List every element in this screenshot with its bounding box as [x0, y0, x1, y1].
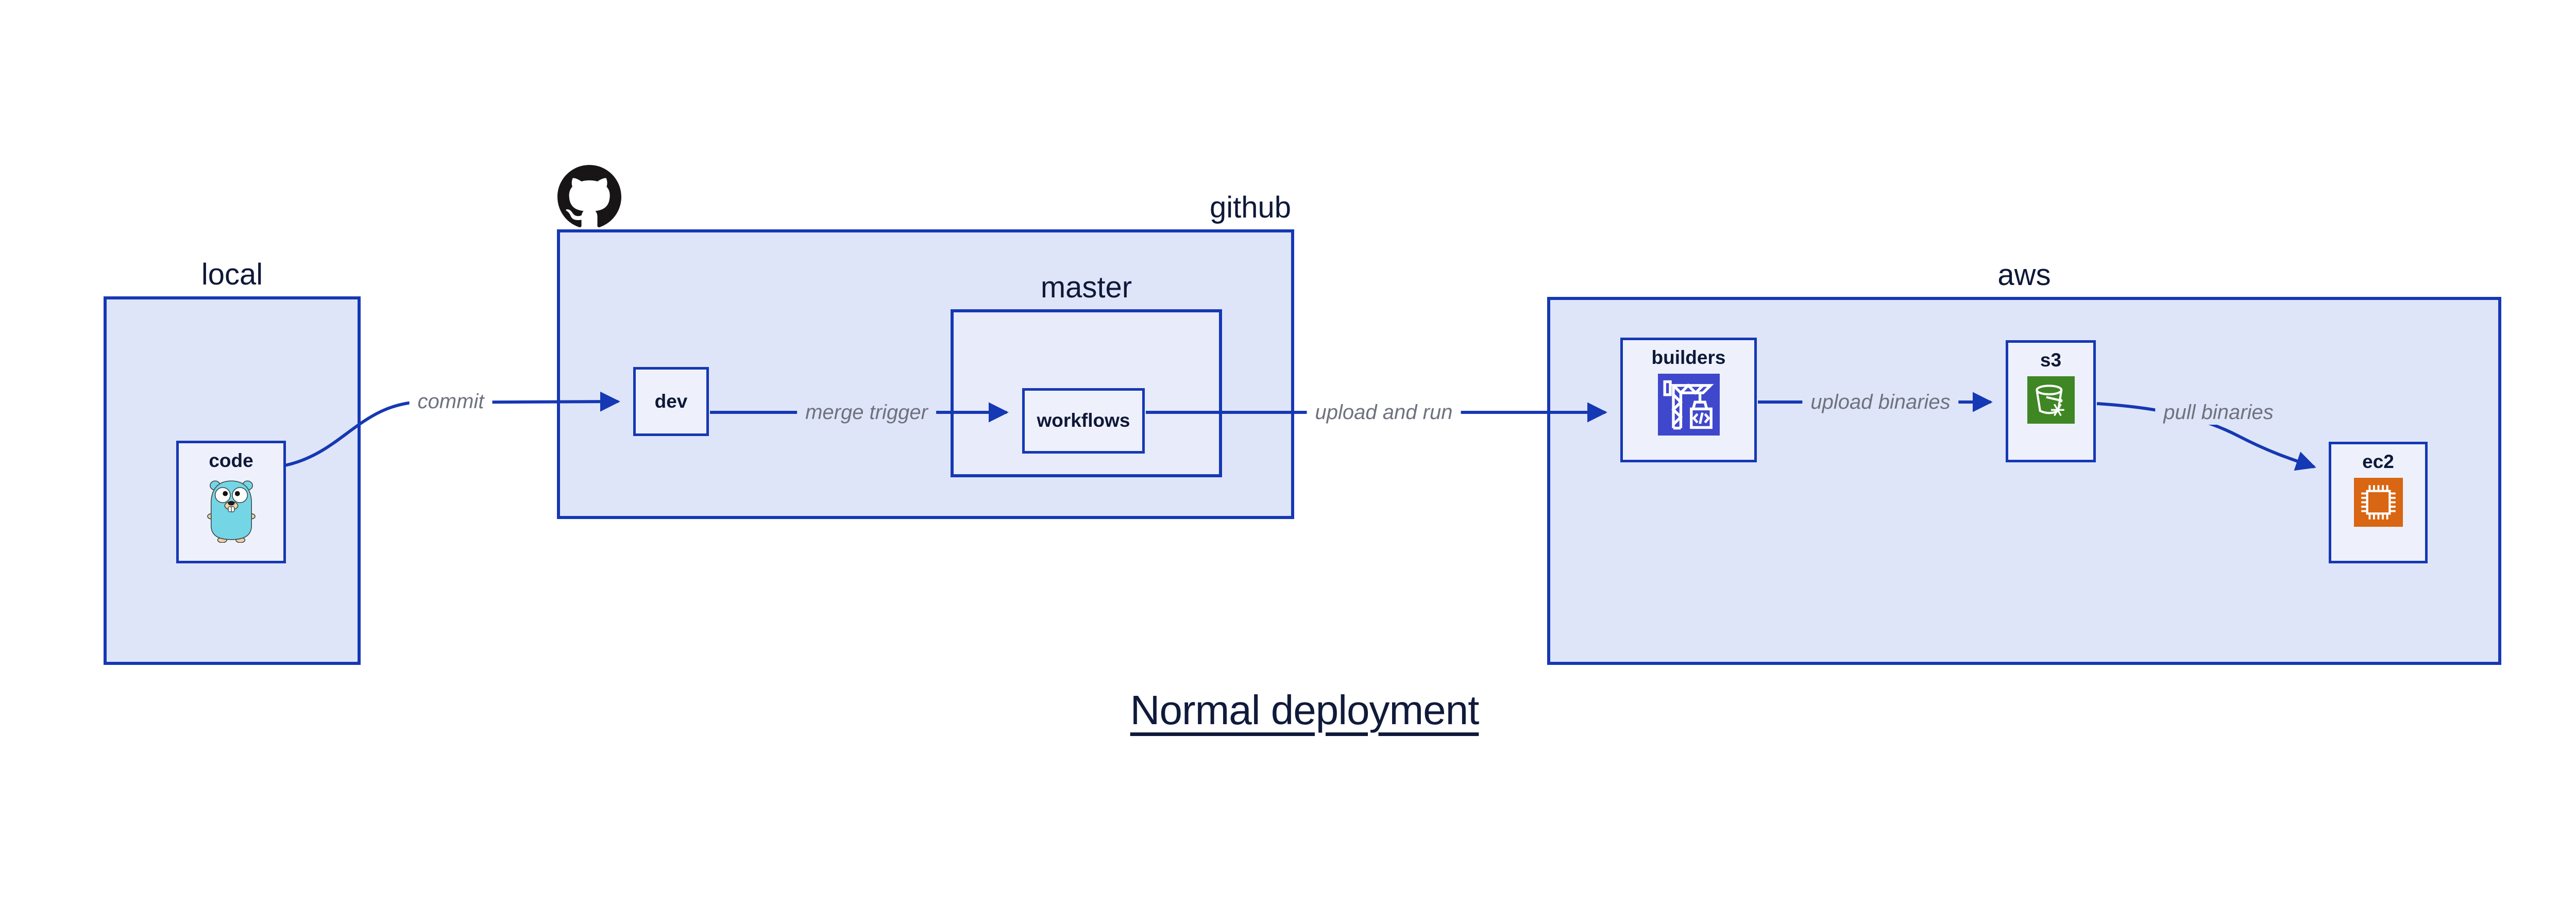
node-s3-label: s3 — [2040, 349, 2062, 371]
diagram-title: Normal deployment — [1130, 687, 1480, 733]
container-title-master: master — [1040, 271, 1132, 304]
node-code-label: code — [209, 450, 253, 471]
node-ec2-label: ec2 — [2362, 451, 2394, 472]
node-workflows-label: workflows — [1037, 410, 1130, 431]
edge-label-pull-binaries: pull binaries — [2155, 400, 2282, 425]
edge-label-upload-and-run: upload and run — [1307, 400, 1461, 425]
node-builders-label: builders — [1651, 347, 1726, 368]
node-ec2: ec2 — [2329, 442, 2428, 563]
node-code: code — [176, 441, 286, 563]
container-title-github: github — [1209, 191, 1291, 224]
codebuild-crane-icon — [1657, 373, 1720, 438]
node-workflows: workflows — [1022, 388, 1145, 454]
node-builders: builders — [1620, 338, 1757, 462]
node-dev-label: dev — [654, 390, 688, 412]
s3-bucket-icon — [2027, 376, 2075, 426]
node-dev: dev — [633, 367, 709, 436]
github-octocat-icon — [557, 165, 621, 231]
edge-label-commit: commit — [409, 389, 493, 414]
go-gopher-icon — [206, 477, 257, 545]
container-title-local: local — [201, 258, 263, 291]
edge-label-merge-trigger: merge trigger — [797, 400, 936, 425]
node-s3: s3 — [2006, 340, 2096, 462]
edge-label-upload-binaries: upload binaries — [1802, 390, 1959, 414]
ec2-chip-icon — [2353, 477, 2403, 529]
container-title-aws: aws — [1997, 258, 2051, 292]
